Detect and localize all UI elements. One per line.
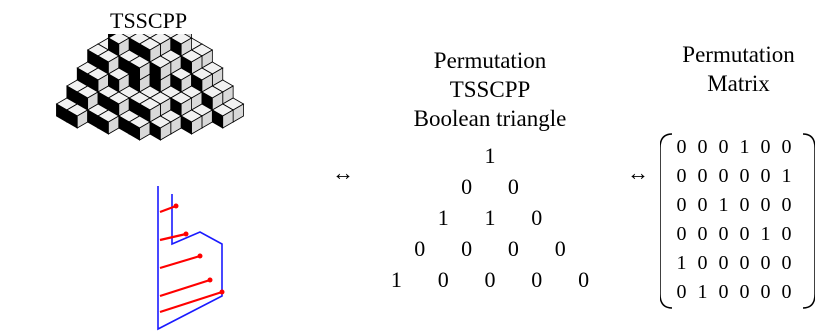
red-path-dot: [207, 277, 213, 283]
red-path-segment: [159, 254, 201, 270]
red-path-dot: [197, 253, 203, 259]
cube-right-face: [222, 109, 234, 129]
triangle-entry: 0: [437, 267, 449, 292]
cube-right-face: [191, 115, 203, 135]
boolean-triangle-heading: Permutation TSSCPP Boolean triangle: [380, 46, 600, 133]
triangle-entry: 1: [437, 205, 449, 230]
triangle-entry: 0: [414, 236, 426, 261]
red-path-segment: [159, 278, 211, 298]
matrix-entry: 0: [718, 281, 729, 303]
cube-right-face: [159, 121, 172, 141]
matrix-entry: 1: [781, 165, 792, 187]
matrix-entry: 0: [739, 281, 750, 303]
triangle-entry: 0: [484, 267, 496, 292]
blue-path: [157, 186, 223, 331]
heading-line-3: Boolean triangle: [413, 106, 567, 131]
tsscpp-cube-stack: [55, 34, 245, 331]
matrix-entry: 0: [697, 165, 708, 187]
red-path-segment: [159, 290, 223, 314]
tsscpp-title: TSSCPP: [110, 8, 188, 33]
matrix-entry: 0: [760, 136, 771, 158]
triangle-entry: 0: [461, 174, 473, 199]
matrix-entry: 0: [781, 136, 792, 158]
matrix-entry: 0: [781, 281, 792, 303]
red-path-dot: [173, 203, 179, 209]
matrix-entry: 0: [697, 223, 708, 245]
red-path-dot: [219, 289, 225, 295]
triangle-entry: 0: [578, 267, 590, 292]
matrix-entry: 0: [781, 194, 792, 216]
triangle-entry: 1: [484, 143, 496, 168]
triangle-entry: 1: [484, 205, 496, 230]
matrix-brackets: [660, 133, 815, 309]
matrix-entry: 0: [718, 223, 729, 245]
triangle-entry: 0: [507, 174, 519, 199]
bijection-arrow-right: ↔: [627, 160, 649, 185]
matrix-entry: 0: [676, 165, 687, 187]
matrix-entry: 0: [697, 136, 708, 158]
matrix-entry: 0: [676, 223, 687, 245]
matrix-heading: Permutation Matrix: [660, 40, 817, 98]
matrix-entry: 1: [760, 223, 771, 245]
matrix-entry: 0: [739, 194, 750, 216]
matrix-entry: 0: [760, 281, 771, 303]
red-path-segment: [159, 232, 187, 242]
red-path-dot: [183, 231, 189, 237]
matrix-heading-line-2: Matrix: [707, 71, 770, 96]
triangle-entry: 1: [390, 267, 402, 292]
matrix-entry: 0: [676, 136, 687, 158]
heading-line-1: Permutation: [433, 48, 547, 73]
matrix-entry: 1: [718, 194, 729, 216]
matrix-entry: 0: [739, 165, 750, 187]
red-path-segment: [159, 204, 177, 214]
matrix-entry: 0: [718, 136, 729, 158]
bijection-arrow-left: ↔: [332, 160, 354, 185]
matrix-entry: 0: [718, 252, 729, 274]
matrix-entry: 1: [697, 281, 708, 303]
matrix-entry: 0: [760, 252, 771, 274]
triangle-entry: 0: [461, 236, 473, 261]
matrix-entry: 0: [781, 252, 792, 274]
matrix-entry: 0: [718, 165, 729, 187]
triangle-entry: 0: [531, 205, 543, 230]
triangle-entry: 0: [507, 236, 519, 261]
matrix-entry: 0: [781, 223, 792, 245]
matrix-heading-line-1: Permutation: [682, 42, 795, 67]
matrix-entry: 0: [676, 281, 687, 303]
heading-line-2: TSSCPP: [449, 77, 531, 102]
cube-right-face: [159, 61, 172, 81]
matrix-entry: 1: [676, 252, 687, 274]
triangle-entry: 0: [554, 236, 566, 261]
matrix-entry: 1: [739, 136, 750, 158]
matrix-entry: 0: [760, 194, 771, 216]
matrix-entry: 0: [739, 252, 750, 274]
matrix-entry: 0: [739, 223, 750, 245]
matrix-entry: 0: [697, 194, 708, 216]
matrix-entry: 0: [697, 252, 708, 274]
matrix-entry: 0: [676, 194, 687, 216]
matrix-entry: 0: [760, 165, 771, 187]
triangle-entry: 0: [531, 267, 543, 292]
